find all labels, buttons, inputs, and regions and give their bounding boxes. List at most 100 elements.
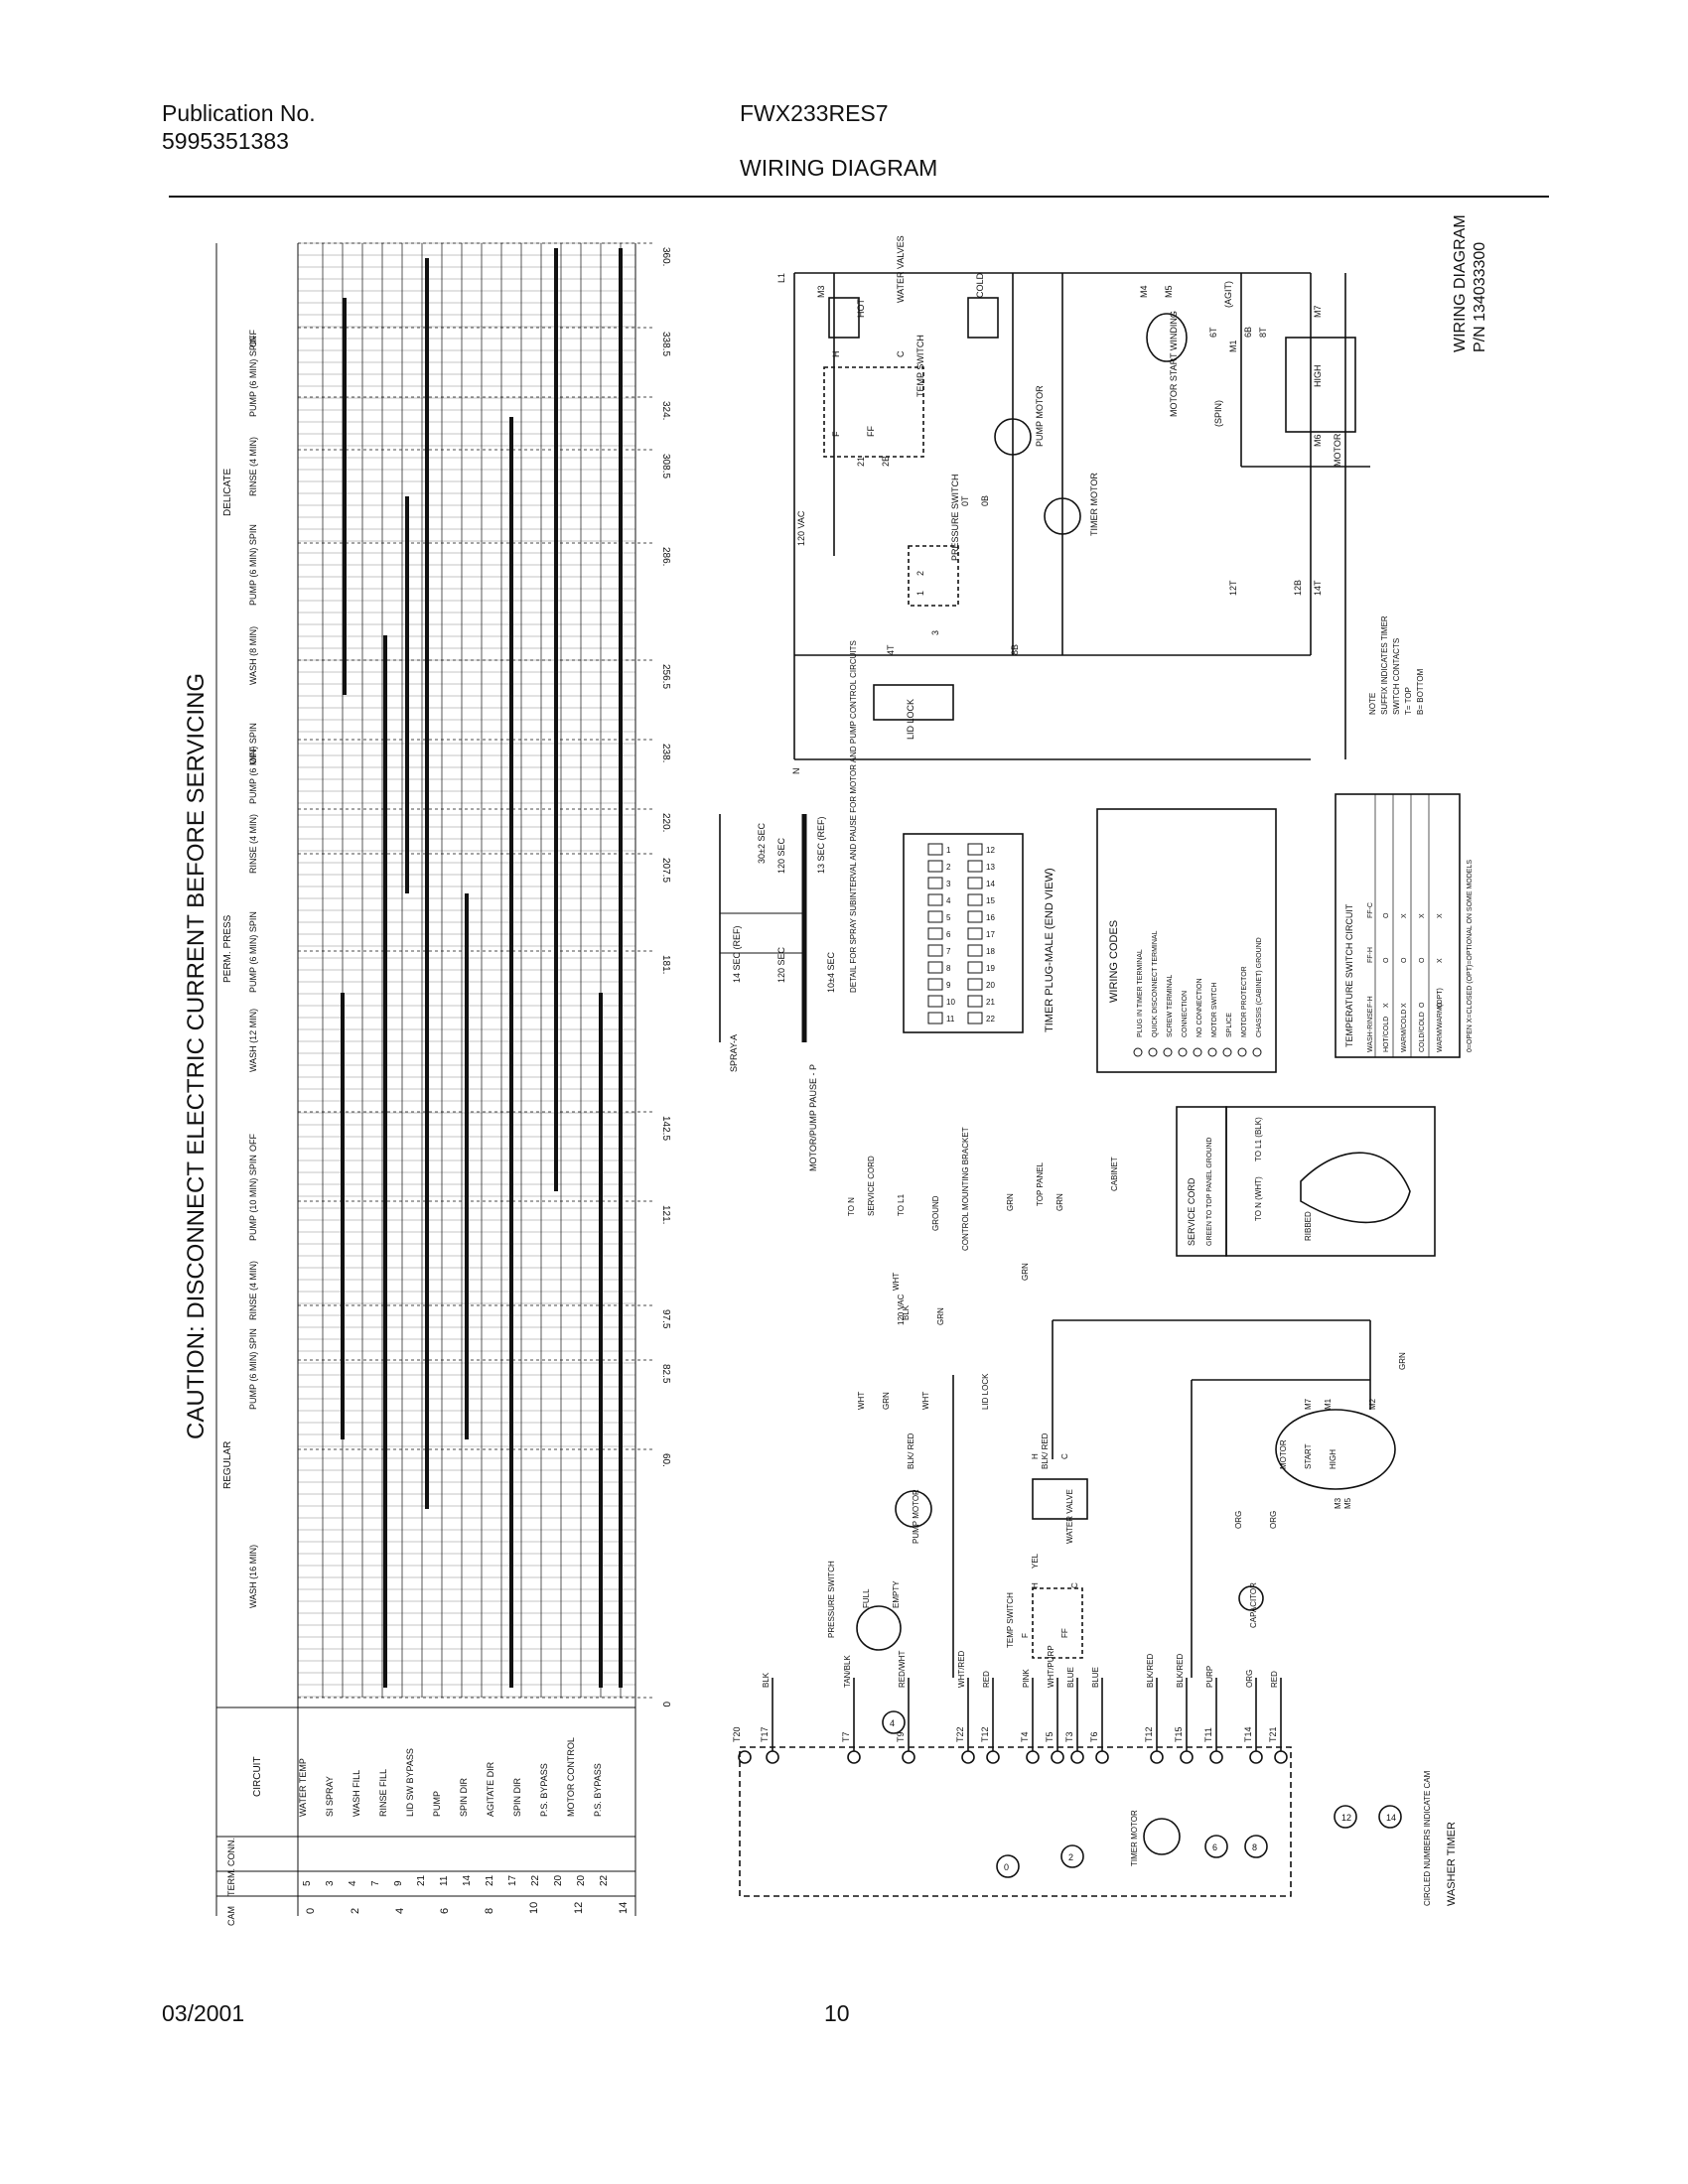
wiring-code-item: MOTOR SWITCH — [1211, 983, 1218, 1037]
timer-terminal: 17 — [507, 1874, 518, 1886]
temp-table-cell: O — [1419, 1002, 1426, 1008]
service-cord-frame — [1225, 1106, 1436, 1257]
schematic-label: PUMP MOTOR — [1035, 385, 1045, 447]
cycle-name: DELICATE — [222, 469, 233, 516]
cam-number: 14 — [618, 1902, 630, 1914]
cam-indicator — [996, 1854, 1020, 1878]
plug-pin — [967, 961, 983, 974]
circuit-name: SI SPRAY — [325, 1776, 335, 1817]
degree-mark: 338.5 — [660, 332, 671, 356]
timer-terminal: 20 — [576, 1874, 587, 1886]
plug-pin — [967, 893, 983, 906]
timer-terminal-symbol — [1180, 1750, 1194, 1764]
harness-label: C — [1070, 1582, 1079, 1588]
cam-number: 0 — [1004, 1862, 1009, 1872]
phase-label: OFF — [248, 330, 258, 347]
schematic-label: C — [896, 350, 906, 357]
cam-number: 10 — [528, 1902, 540, 1914]
harness-label: WHT — [857, 1392, 866, 1410]
wire-color-label: BLK/RED — [1146, 1654, 1155, 1688]
schematic-label: L1 — [776, 273, 786, 283]
code-symbol — [1148, 1047, 1158, 1057]
circuit-name: WASH FILL — [352, 1770, 361, 1817]
plug-pin — [927, 843, 943, 856]
plug-pin — [967, 860, 983, 873]
plug-pin-number: 4 — [946, 896, 951, 905]
cam-number: 12 — [1341, 1813, 1351, 1823]
pump-motor-symbol — [994, 418, 1032, 456]
service-cord-title: SERVICE CORD — [1187, 1177, 1196, 1246]
schematic-label: N — [791, 768, 801, 775]
wire-color-label: RED — [982, 1671, 991, 1688]
timer-chart-labels: 060.82.597.5121.142.5181.207.5220.238.25… — [183, 247, 671, 1926]
degree-mark: 220. — [660, 813, 671, 832]
plug-pin-number: 5 — [946, 913, 951, 922]
timer-terminal: 22 — [530, 1874, 541, 1886]
service-cord-label: RIBBED — [1304, 1211, 1313, 1241]
schematic-label: 4T — [886, 644, 896, 655]
timer-terminal-label: T11 — [1203, 1727, 1213, 1742]
timer-terminal-label: T3 — [1064, 1731, 1074, 1742]
plug-pin-number: 15 — [986, 896, 995, 905]
schematic-label: 14T — [1313, 580, 1323, 596]
harness-label: TOP PANEL — [1036, 1161, 1045, 1206]
harness-label: M5 — [1343, 1497, 1352, 1509]
timing-label: 13 SEC (REF) — [816, 816, 826, 874]
harness-label: M3 — [1334, 1497, 1342, 1509]
timing-label: 120 SEC — [776, 946, 786, 983]
schematic-note: B= BOTTOM — [1416, 668, 1425, 715]
plug-pin-number: 21 — [986, 998, 995, 1007]
schematic-label: 120 VAC — [796, 510, 806, 546]
schematic-label: 8T — [1258, 327, 1268, 338]
column-header: TERM. — [226, 1868, 236, 1896]
degree-mark: 142.5 — [660, 1116, 671, 1141]
phase-label: RINSE (4 MIN) — [248, 1261, 258, 1320]
plug-pin-number: 3 — [946, 880, 951, 888]
phase-label: WASH (8 MIN) — [248, 626, 258, 685]
timer-terminal: 4 — [348, 1880, 358, 1886]
wire-color-label: WHT/RED — [957, 1650, 966, 1688]
column-header: CAM — [226, 1906, 236, 1926]
harness-label: H — [1031, 1582, 1040, 1588]
temp-table-cell: HOT/COLD — [1383, 1017, 1390, 1052]
plug-pin-number: 9 — [946, 981, 951, 990]
harness-label: GROUND — [931, 1195, 940, 1231]
timer-terminal-label: T7 — [841, 1731, 851, 1742]
schematic-label: 21 — [856, 457, 866, 467]
temp-table-cell: X — [1419, 913, 1426, 918]
harness-label: F — [1021, 1633, 1030, 1638]
schematic-label: 6B — [1243, 327, 1253, 338]
caution-text: CAUTION: DISCONNECT ELECTRIC CURRENT BEF… — [183, 673, 210, 1439]
temp-table-header: FF-H — [1367, 947, 1374, 963]
publication-number: 5995351383 — [162, 128, 289, 154]
water-valve-symbol — [1032, 1478, 1088, 1520]
hot-valve-coil — [828, 297, 860, 339]
code-symbol — [1133, 1047, 1143, 1057]
phase-label: PUMP (6 MIN) SPIN — [248, 524, 258, 606]
temp-table-header: FF-C — [1367, 902, 1374, 918]
wiring-code-item: NO CONNECTION — [1196, 979, 1203, 1038]
plug-pin-number: 22 — [986, 1015, 995, 1024]
plug-pin-number: 17 — [986, 930, 995, 939]
circuit-name: MOTOR CONTROL — [566, 1737, 576, 1817]
timer-terminal-symbol — [1274, 1750, 1288, 1764]
cam-number: 2 — [350, 1908, 361, 1914]
cam-number: 4 — [394, 1908, 406, 1914]
timer-terminal-symbol — [1026, 1750, 1040, 1764]
temp-table-cell: O — [1437, 1002, 1444, 1008]
schematic-label: FF — [866, 426, 876, 437]
schematic-note: SUFFIX INDICATES TIMER — [1380, 615, 1389, 715]
timing-caption: DETAIL FOR SPRAY SUBINTERVAL AND PAUSE F… — [849, 640, 858, 993]
wire-color-label: TAN/BLK — [843, 1655, 852, 1688]
code-symbol — [1163, 1047, 1173, 1057]
plug-pin — [927, 893, 943, 906]
timer-terminal-symbol — [986, 1750, 1000, 1764]
degree-mark: 82.5 — [660, 1364, 671, 1384]
plug-pin-number: 13 — [986, 863, 995, 872]
schematic-label: 0T — [960, 495, 970, 506]
schematic-note: SWITCH CONTACTS — [1392, 638, 1401, 715]
plug-pin-number: 7 — [946, 947, 951, 956]
wire-color-label: RED — [1270, 1671, 1279, 1688]
